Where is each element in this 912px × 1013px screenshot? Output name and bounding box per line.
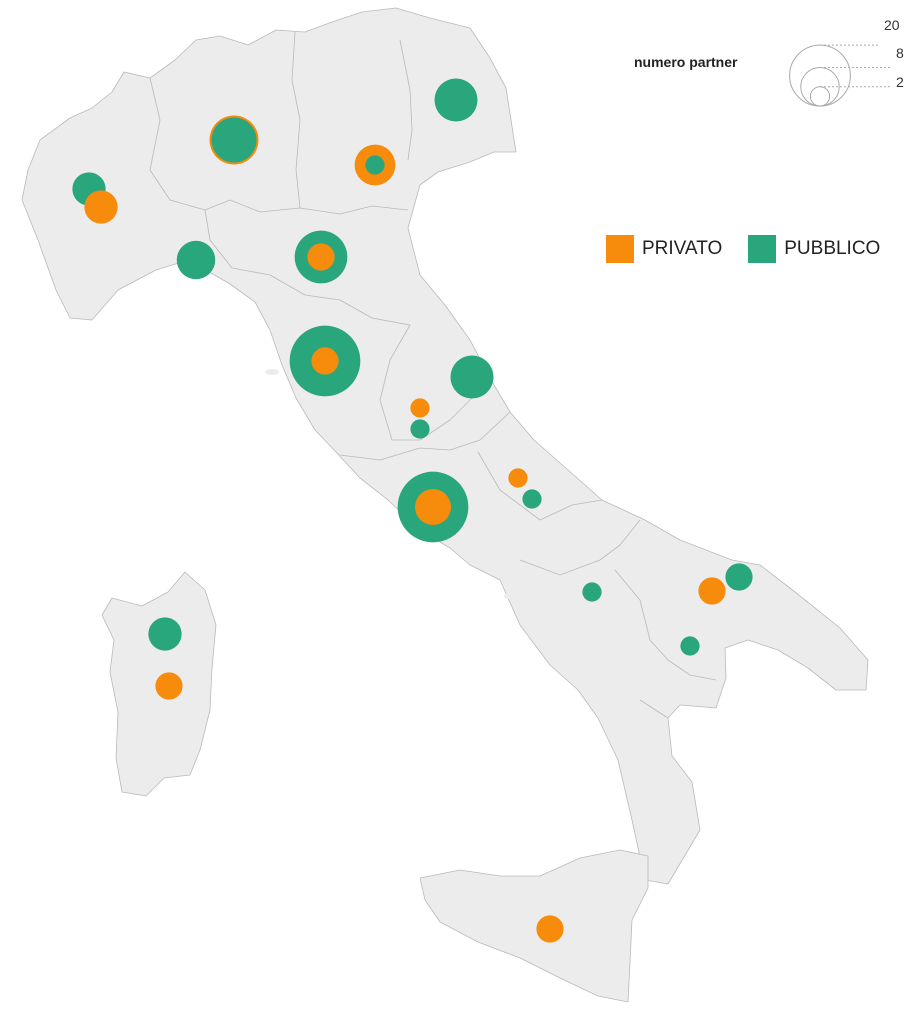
island-ischia bbox=[504, 593, 512, 599]
size-legend: numero partner 20 8 2 bbox=[600, 14, 912, 114]
region-sicily bbox=[419, 849, 649, 1003]
symbol-sardegna-privato bbox=[155, 672, 183, 700]
legend-label-pubblico: PUBBLICO bbox=[784, 238, 881, 259]
internal-border-7 bbox=[477, 451, 603, 521]
internal-border-6 bbox=[339, 411, 511, 461]
internal-border-10 bbox=[639, 699, 669, 719]
legend-item-pubblico: PUBBLICO bbox=[748, 235, 880, 263]
land-layer bbox=[21, 7, 869, 1003]
size-legend-circle-20 bbox=[789, 44, 851, 107]
internal-border-8 bbox=[519, 519, 641, 576]
region-mainland bbox=[21, 7, 869, 885]
size-tick-20: 20 bbox=[884, 17, 900, 33]
symbol-veneto-pubblico bbox=[365, 155, 385, 175]
internal-border-2 bbox=[291, 31, 301, 209]
internal-border-1 bbox=[149, 77, 409, 215]
size-legend-circles bbox=[789, 44, 892, 107]
partner-symbols bbox=[72, 78, 753, 943]
color-legend: PRIVATO PUBBLICO bbox=[606, 235, 906, 263]
symbol-campania-pubblico bbox=[582, 582, 602, 602]
symbol-basilicata-pubblico bbox=[680, 636, 700, 656]
orange-square-icon bbox=[606, 235, 634, 263]
symbol-molise-pubblico bbox=[522, 489, 542, 509]
size-legend-circle-2 bbox=[809, 86, 831, 107]
symbol-sicilia-privato bbox=[536, 915, 564, 943]
symbol-toscana-privato bbox=[311, 347, 339, 375]
symbol-piemonte-privato bbox=[84, 190, 118, 224]
symbol-puglia-privato bbox=[698, 577, 726, 605]
symbol-liguria-pubblico bbox=[176, 240, 216, 280]
symbol-abruzzo-privato bbox=[508, 468, 528, 488]
legend-label-privato: PRIVATO bbox=[642, 238, 723, 259]
symbol-friuli-pubblico bbox=[434, 78, 478, 122]
symbol-puglia-pubblico bbox=[725, 563, 753, 591]
symbol-umbria-pubblico bbox=[410, 419, 430, 439]
internal-border-3 bbox=[399, 39, 413, 161]
size-tick-2: 2 bbox=[896, 74, 904, 90]
internal-border-9 bbox=[614, 569, 717, 681]
symbol-lazio-privato bbox=[415, 489, 451, 525]
symbol-lombardia-pubblico bbox=[211, 117, 257, 163]
symbol-umbria-privato bbox=[410, 398, 430, 418]
internal-border-5 bbox=[379, 324, 491, 441]
symbol-marche-pubblico bbox=[450, 355, 494, 399]
legend-item-privato: PRIVATO bbox=[606, 235, 722, 263]
internal-border-4 bbox=[204, 209, 411, 326]
symbol-emilia-privato bbox=[307, 243, 335, 271]
green-square-icon bbox=[748, 235, 777, 263]
size-legend-title: numero partner bbox=[634, 54, 738, 70]
symbol-sardegna-pubblico bbox=[148, 617, 182, 651]
size-tick-8: 8 bbox=[896, 45, 904, 61]
island-elba bbox=[265, 369, 279, 375]
